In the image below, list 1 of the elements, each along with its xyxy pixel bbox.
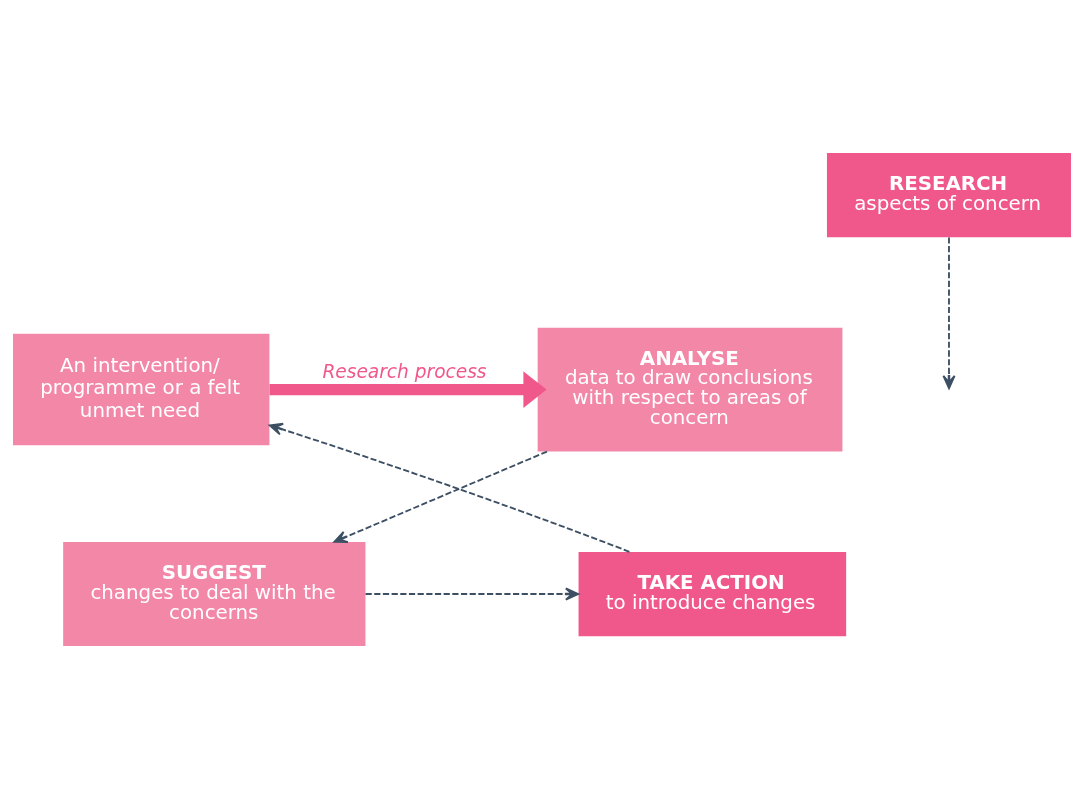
edge-label: Research process <box>322 361 487 383</box>
